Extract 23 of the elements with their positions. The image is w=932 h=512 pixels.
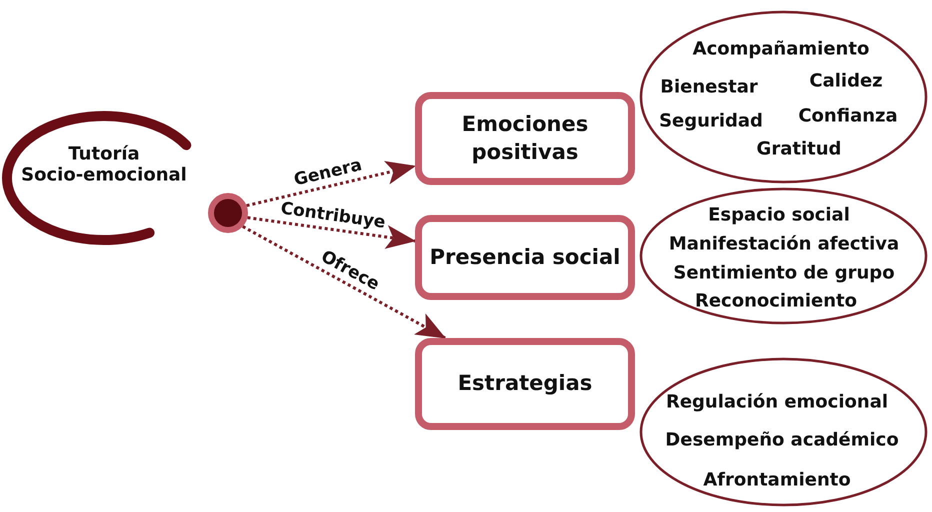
box-title: Presencia social [430,244,620,271]
term-text: Espacio social [708,206,850,226]
term-text: Regulación emocional [666,392,888,414]
box-title: Emociones positivas [460,111,590,166]
term-text: Confianza [798,106,898,128]
term-text: Bienestar [660,78,758,98]
term-text: Sentimiento de grupo [673,264,895,284]
rounded-box [415,92,635,185]
term-text: Manifestación afectiva [668,234,900,256]
topic-title: Tutoría Socio-emocional [20,144,188,186]
box-title: Estrategias [458,370,592,398]
term-text: Afrontamiento [703,470,851,492]
ellipse-outline [639,10,928,184]
hub-circle [208,193,248,233]
ellipse-outline [639,357,928,507]
term-text: Acompañamiento [692,40,870,60]
term-text: Calidez [809,72,883,92]
term-text: Seguridad [659,112,763,132]
term-text: Desempeño académico [665,430,899,452]
rounded-box [415,215,635,300]
term-text: Gratitud [756,140,842,160]
rounded-box [415,338,635,430]
term-text: Reconocimiento [694,292,858,312]
